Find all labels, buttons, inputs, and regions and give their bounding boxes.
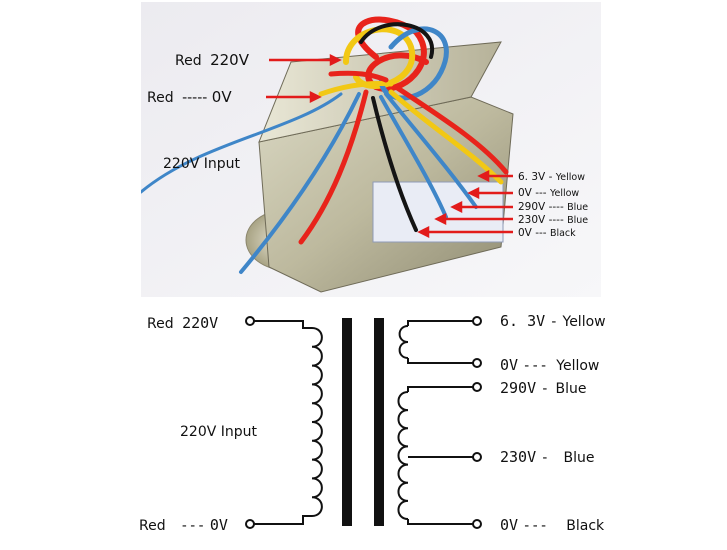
photo-tap-2-color: Blue [567, 202, 588, 213]
photo-tap-1-color: Yellow [549, 188, 579, 199]
photo-tap-1-voltage: 0V [518, 187, 533, 199]
photo-tap-3-color: Blue [567, 215, 588, 226]
svg-text:290V - Blue: 290V - Blue [500, 379, 586, 397]
schematic-primary-bottom-color: Red [139, 518, 166, 534]
terminal-primary-0v [245, 519, 255, 529]
photo-tap-4-dash: --- [535, 227, 547, 239]
svg-text:0V --- Black: 0V --- Black [518, 227, 576, 239]
svg-text:0V --- Yellow: 0V --- Yellow [518, 187, 579, 199]
wire-bundle [141, 16, 509, 274]
photo-label-red-0v-color: Red [147, 90, 174, 106]
schematic-tap-4-dash: --- [523, 518, 548, 534]
svg-text:6. 3V - Yellow: 6. 3V - Yellow [518, 171, 585, 183]
photo-right-labels: 6. 3V - Yellow 0V --- Yellow 290V ---- B… [518, 171, 588, 239]
photo-tap-1-dash: --- [535, 187, 547, 199]
photo-label-red-220v-voltage: 220V [210, 51, 250, 69]
schematic-tap-4-color: Black [566, 518, 605, 534]
secondary-coil-blue-black [397, 391, 409, 520]
secondary-wiring [407, 320, 473, 525]
schematic-secondary-labels: 6. 3V - Yellow 0V --- Yellow 290V - Blue… [500, 312, 606, 534]
transformer-schematic: Red 220V Red --- 0V 220V Input 6. 3V - Y… [139, 312, 606, 534]
terminal-290v [472, 382, 482, 392]
schematic-tap-0-voltage: 6. 3V [500, 312, 545, 330]
schematic-tap-2-dash: - [541, 381, 549, 397]
photo-tap-0-dash: - [549, 171, 553, 183]
schematic-primary-top-voltage: 220V [182, 314, 218, 332]
svg-text:6. 3V - Yellow: 6. 3V - Yellow [500, 312, 606, 330]
transformer-photo: Red 220V Red ----- 0V 220V Input 6. 3V -… [141, 2, 601, 297]
photo-label-red-220v-color: Red [175, 53, 202, 69]
photo-tap-0-voltage: 6. 3V [518, 171, 546, 183]
schematic-primary-top-color: Red [147, 316, 174, 332]
svg-text:Red 220V: Red 220V [175, 51, 250, 69]
schematic-tap-3-dash: - [541, 450, 549, 466]
photo-tap-4-color: Black [550, 228, 576, 239]
core-bar-right [374, 318, 384, 526]
svg-text:Red --- 0V: Red --- 0V [139, 516, 228, 534]
schematic-tap-1-dash: --- [523, 358, 548, 374]
schematic-tap-3-voltage: 230V [500, 448, 536, 466]
schematic-tap-0-dash: - [550, 314, 558, 330]
svg-text:230V ---- Blue: 230V ---- Blue [518, 214, 588, 226]
schematic-tap-0-color: Yellow [562, 314, 606, 330]
photo-tap-3-voltage: 230V [518, 214, 546, 226]
schematic-primary-bottom-dash: --- [180, 518, 205, 534]
primary-wiring [254, 320, 312, 525]
photo-input-label: 220V Input [163, 156, 241, 172]
photo-tap-3-dash: ---- [549, 214, 564, 226]
photo-arrows [266, 53, 513, 239]
photo-tap-2-voltage: 290V [518, 201, 546, 213]
photo-tap-4-voltage: 0V [518, 227, 533, 239]
terminal-0v-black [472, 519, 482, 529]
svg-text:0V --- Black: 0V --- Black [500, 516, 605, 534]
core-bar-left [342, 318, 352, 526]
schematic-input-label: 220V Input [180, 424, 258, 440]
schematic-tap-3-color: Blue [563, 450, 594, 466]
schematic-tap-2-color: Blue [555, 381, 586, 397]
svg-text:0V --- Yellow: 0V --- Yellow [500, 356, 599, 374]
schematic-tap-1-voltage: 0V [500, 356, 518, 374]
terminal-230v [472, 452, 482, 462]
primary-coil [311, 327, 323, 517]
schematic-tap-1-color: Yellow [555, 358, 599, 374]
photo-tap-2-dash: ---- [549, 201, 564, 213]
photo-tap-0-color: Yellow [555, 172, 585, 183]
photo-label-red-0v-dash: ----- [182, 90, 207, 106]
svg-text:Red ----- 0V: Red ----- 0V [147, 88, 232, 106]
secondary-coil-yellow [398, 325, 409, 359]
schematic-primary-bottom-voltage: 0V [210, 516, 228, 534]
svg-text:Red 220V: Red 220V [147, 314, 218, 332]
schematic-tap-4-voltage: 0V [500, 516, 518, 534]
photo-label-red-0v-voltage: 0V [212, 88, 233, 106]
terminal-0v-yellow [472, 358, 482, 368]
terminal-6-3v [472, 316, 482, 326]
terminals [245, 316, 482, 529]
svg-text:290V ---- Blue: 290V ---- Blue [518, 201, 588, 213]
schematic-tap-2-voltage: 290V [500, 379, 536, 397]
terminal-primary-220v [245, 316, 255, 326]
svg-text:230V - Blue: 230V - Blue [500, 448, 594, 466]
